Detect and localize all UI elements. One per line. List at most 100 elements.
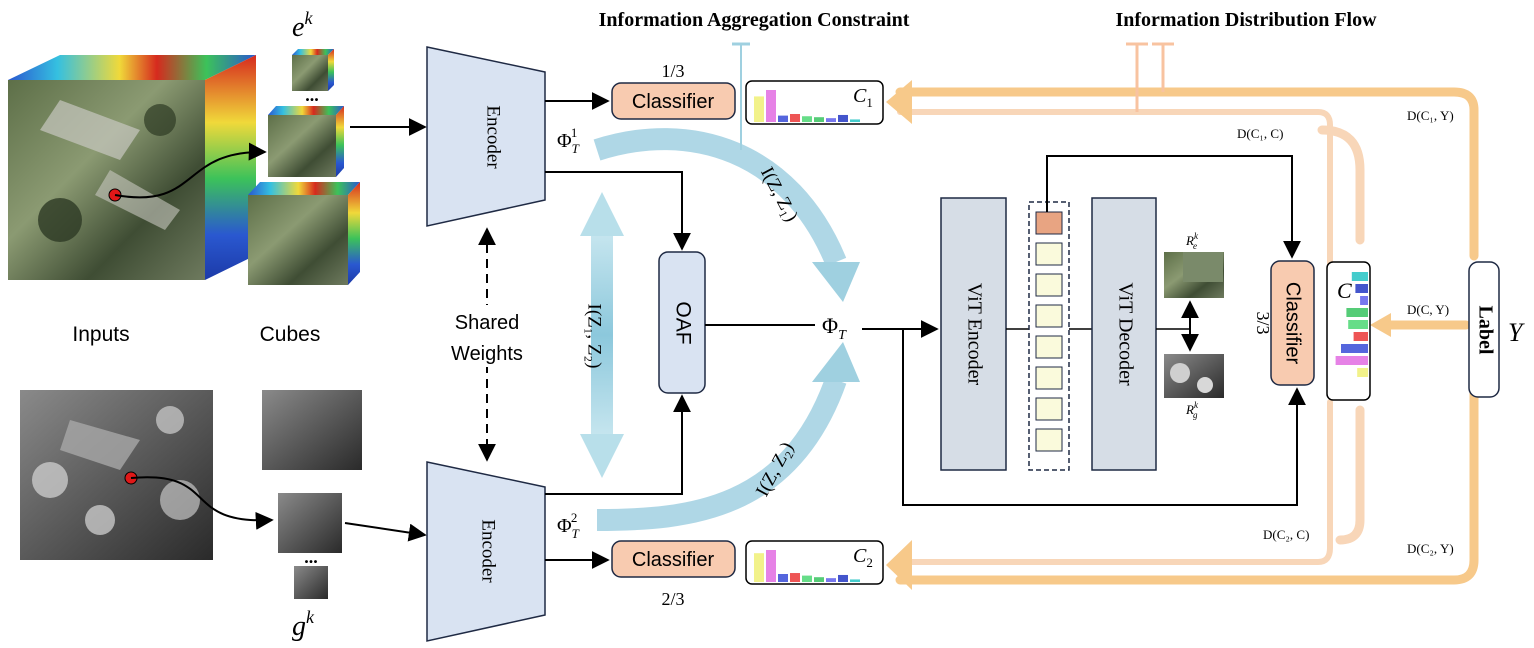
flow-arrowhead-top [886, 80, 912, 124]
histogram-bar [850, 119, 860, 122]
classifier-2 [611, 540, 736, 578]
inputs-label: Inputs [72, 323, 129, 346]
cubes-label: Cubes [260, 323, 321, 346]
classifier-1 [611, 82, 736, 120]
reconstruction-e [1164, 252, 1224, 298]
phi-t-label: ΦT [822, 313, 847, 343]
token-sequence-box [1028, 201, 1070, 471]
output-c2-label: C2 [853, 545, 873, 570]
histogram-bar [1351, 272, 1368, 281]
lidar-input-image [20, 390, 213, 560]
histogram-bar [838, 114, 848, 122]
output-c2-histogram [754, 550, 860, 582]
d-c1-y: D(C₁, Y) [1407, 108, 1454, 123]
histogram-bar [850, 579, 860, 582]
classifier-2-label: Classifier [632, 549, 715, 571]
histogram-bar [790, 114, 800, 122]
reconstruction-g [1164, 354, 1224, 398]
output-c-box [1326, 261, 1371, 401]
phi-t2-label: ΦT2 [557, 510, 580, 541]
patch-token [1035, 397, 1063, 421]
histogram-bar [754, 553, 764, 582]
histogram-bar [1335, 356, 1368, 365]
patch-token [1035, 242, 1063, 266]
d-c2-y: D(C₂, Y) [1407, 541, 1454, 556]
histogram-bar [838, 574, 848, 582]
phi-to-classifier3-bypass [902, 329, 1306, 506]
token-list [1035, 211, 1063, 452]
vit-decoder-label: ViT Decoder [1114, 282, 1136, 386]
patch-token [1035, 335, 1063, 359]
d-c1-c: D(C₁, C) [1237, 126, 1283, 141]
histogram-bar [790, 573, 800, 582]
oaf-block [658, 251, 706, 394]
y-label: Y [1508, 318, 1525, 347]
patch-token [1035, 273, 1063, 297]
ek-label: ek [292, 8, 313, 43]
hsi-input-cube [8, 55, 256, 280]
phi-t1-label: ΦT1 [557, 125, 580, 156]
distribution-title: Information Distribution Flow [1115, 9, 1377, 31]
histogram-bar [1341, 344, 1368, 353]
histogram-bar [826, 118, 836, 122]
histogram-bar [766, 90, 776, 122]
d-c-y: D(C, Y) [1407, 302, 1449, 317]
encoder-top-label: Encoder [483, 105, 504, 169]
histogram-bar [814, 117, 824, 122]
hsi-cube-stack [248, 49, 360, 285]
enc2-to-oaf [545, 394, 691, 495]
vit-encoder-label: ViT Encoder [963, 283, 985, 386]
gk-label: gk [292, 607, 315, 642]
flow-arrowhead-bottom [886, 540, 912, 590]
enc1-to-oaf [545, 171, 691, 251]
encoder-top [426, 46, 546, 227]
output-c1-label: C1 [853, 85, 873, 110]
cubes-dots-bottom: ... [304, 547, 318, 567]
oaf-label: OAF [671, 301, 694, 344]
histogram-bar [1348, 320, 1368, 329]
histogram-bar [778, 115, 788, 122]
histogram-bar [778, 574, 788, 582]
cls-token-to-classifier3 [1046, 155, 1301, 259]
histogram-bar [826, 578, 836, 582]
mi-z1-z2-label: I(Z₁, Z₂) [584, 304, 605, 369]
classifier-2-fraction: 2/3 [661, 589, 684, 609]
vit-decoder [1091, 197, 1157, 471]
encoder-bottom-label: Encoder [478, 519, 499, 583]
mi-arc-bottom [596, 376, 847, 531]
histogram-bar [1353, 332, 1368, 341]
output-c-histogram [1335, 272, 1368, 377]
histogram-bar [1346, 308, 1368, 317]
classifier-1-fraction: 1/3 [661, 61, 684, 81]
classifier-3 [1270, 260, 1315, 386]
histogram-bar [1355, 284, 1368, 293]
lidar-to-patches-curve [130, 476, 274, 530]
classifier-1-label: Classifier [632, 91, 715, 113]
output-c2-box [745, 540, 884, 585]
histogram-bar [814, 577, 824, 582]
output-c-label: C [1337, 278, 1352, 303]
flow-arrowhead-c [1370, 313, 1391, 337]
patches-to-encoder-arrow [344, 522, 427, 542]
output-c1-histogram [754, 90, 860, 122]
histogram-bar [1357, 368, 1368, 377]
patch-token [1035, 304, 1063, 328]
hsi-to-cubes-curve [114, 142, 267, 199]
output-c1-box [745, 80, 884, 125]
histogram-bar [802, 575, 812, 582]
classifier-3-fraction: 3/3 [1253, 311, 1273, 334]
label-box-text: Label [1474, 306, 1496, 355]
encoder-bottom [426, 461, 546, 642]
histogram-bar [802, 116, 812, 122]
histogram-bar [766, 550, 776, 582]
aggregation-title: Information Aggregation Constraint [599, 9, 910, 31]
histogram-bar [1360, 296, 1368, 305]
distribution-connector [1126, 42, 1174, 112]
classifier-3-label: Classifier [1282, 282, 1304, 365]
cls-token [1035, 211, 1063, 235]
mi-vertical-arrow [580, 192, 624, 478]
patch-token [1035, 366, 1063, 390]
shared-weights-line2: Weights [451, 343, 523, 365]
